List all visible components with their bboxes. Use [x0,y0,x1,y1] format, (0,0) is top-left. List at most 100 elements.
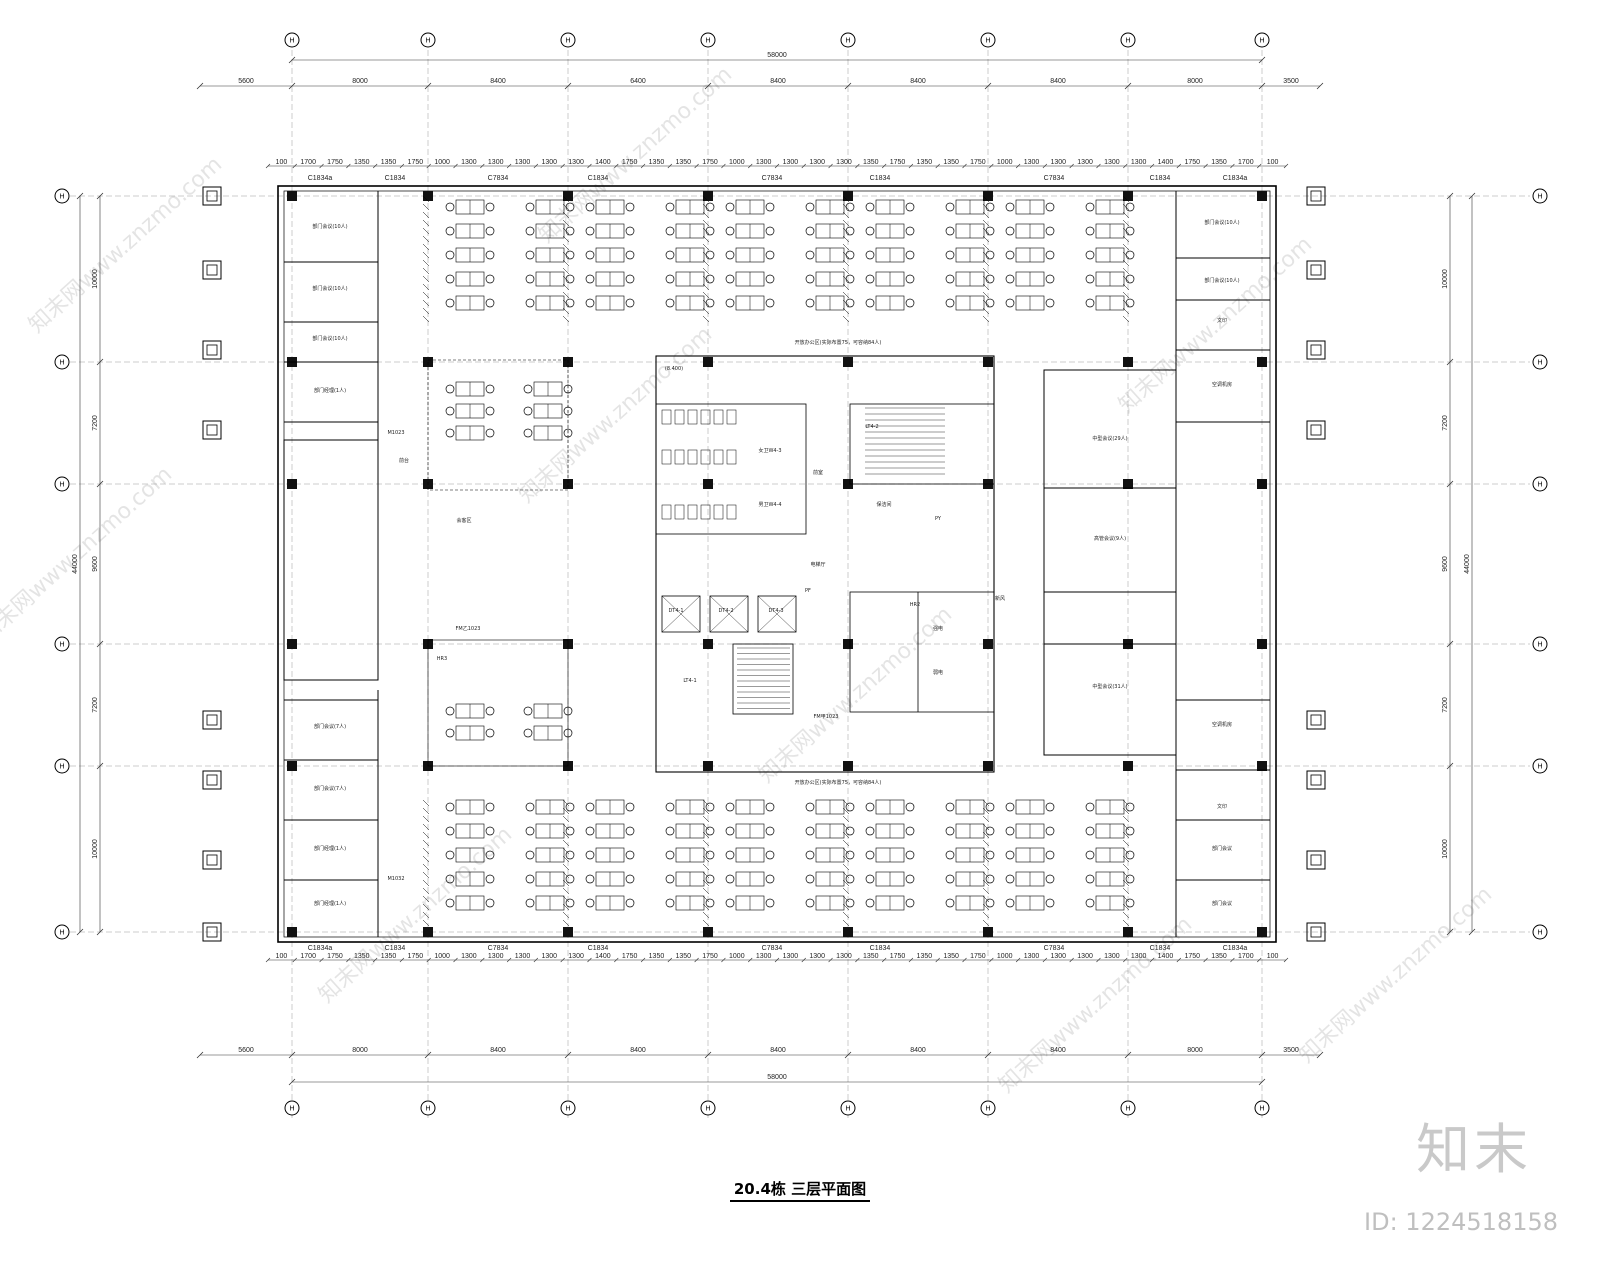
window-tag-bottom: C1834 [385,945,406,952]
dim-detail-label: 1750 [890,953,906,960]
office-chair [805,298,815,308]
hatch-mark [1122,227,1130,235]
structural-column [703,927,713,937]
dim-right-overall-tick [1468,192,1476,200]
office-chair [525,874,535,884]
office-chair [1125,226,1135,236]
dim-bottom-bays-label: 8000 [1187,1047,1203,1054]
toilet-fixture [726,449,737,465]
hatch-mark [422,815,430,823]
dim-detail-tick [1069,163,1074,169]
hatch-mark [562,847,570,855]
toilet-fixture [687,409,698,425]
office-chair [945,226,955,236]
dim-bottom-bays-tick [564,1051,572,1059]
dim-bottom-bays-tick [196,1051,204,1059]
office-chair [565,850,575,860]
dim-detail-label: 1000 [434,159,450,166]
outer-wall [277,185,1277,943]
hatch-mark [842,919,850,927]
office-chair [585,274,595,284]
hatch-mark [562,855,570,863]
axis-bubble-label: H [705,38,710,45]
axis-bubble-label: H [1125,38,1130,45]
dim-detail-label: 1750 [622,953,638,960]
dim-left-bays-label: 7200 [92,415,99,431]
structural-column [843,761,853,771]
hatch-mark [562,871,570,879]
office-chair [485,728,495,738]
office-chair [585,850,595,860]
dim-detail-tick [265,163,271,169]
hatch-mark [422,203,430,211]
dim-detail-label: 1350 [863,159,879,166]
structural-column [983,761,993,771]
dim-bottom-overall-tick [288,1078,296,1086]
axis-bubble [560,1100,576,1116]
hatch-mark [1122,275,1130,283]
office-chair [523,384,533,394]
axis-bubble [840,32,856,48]
dim-right-bays-tick [1446,192,1454,200]
office-chair [1125,202,1135,212]
office-chair [945,826,955,836]
axis-bubble-label: H [565,38,570,45]
toilet-fixture [713,449,724,465]
office-chair [1125,802,1135,812]
room-label-left: 部门会议(7人) [314,785,346,792]
structural-column [423,927,433,937]
building-core [655,355,995,773]
core-label: HR2 [910,602,920,608]
office-chair [865,874,875,884]
axis-bubble-label: H [985,1106,990,1113]
axis-bubble [700,1100,716,1116]
office-chair [1085,226,1095,236]
core-label: M1023 [387,430,404,436]
dim-detail-label: 1750 [1184,159,1200,166]
structural-column [1257,927,1267,937]
office-chair [563,406,573,416]
office-chair [845,274,855,284]
hatch-mark [422,831,430,839]
outer-wall-inner [283,190,1271,938]
dim-detail-label: 1350 [649,953,665,960]
axis-bubble-label: H [59,642,64,649]
axis-bubble-label: H [59,360,64,367]
window-tag-bottom: C7834 [1044,945,1065,952]
hatch-mark [562,267,570,275]
office-chair [985,250,995,260]
office-chair [945,898,955,908]
dim-detail-tick [292,163,298,169]
dim-detail-tick [989,163,994,169]
dim-detail-label: 1400 [595,159,611,166]
hatch-mark [982,847,990,855]
office-chair [705,226,715,236]
office-chair [1125,274,1135,284]
exterior-pier-inner [206,926,218,938]
hatch-mark [842,807,850,815]
office-chair [725,802,735,812]
core-label: 女卫W4-3 [758,447,781,454]
hatch-mark [702,911,710,919]
dim-bottom-bays-tick [844,1051,852,1059]
office-chair [1085,850,1095,860]
office-chair [563,384,573,394]
structural-column [287,191,297,201]
exterior-pier-inner [206,424,218,436]
dim-detail-tick [667,163,673,169]
axis-bubble [54,188,70,204]
office-chair [1125,874,1135,884]
elevator-shaft [757,595,797,633]
dim-detail-label: 100 [276,953,288,960]
window-tag-bottom: C7834 [762,945,783,952]
toilet-fixture [674,409,685,425]
office-chair [705,826,715,836]
office-chair [485,250,495,260]
office-chair [1085,250,1095,260]
dim-detail-tick [908,957,914,963]
exterior-pier [202,922,222,942]
room-label-left: 部门经理(1人) [314,900,346,907]
office-chair [1005,826,1015,836]
office-chair [765,298,775,308]
